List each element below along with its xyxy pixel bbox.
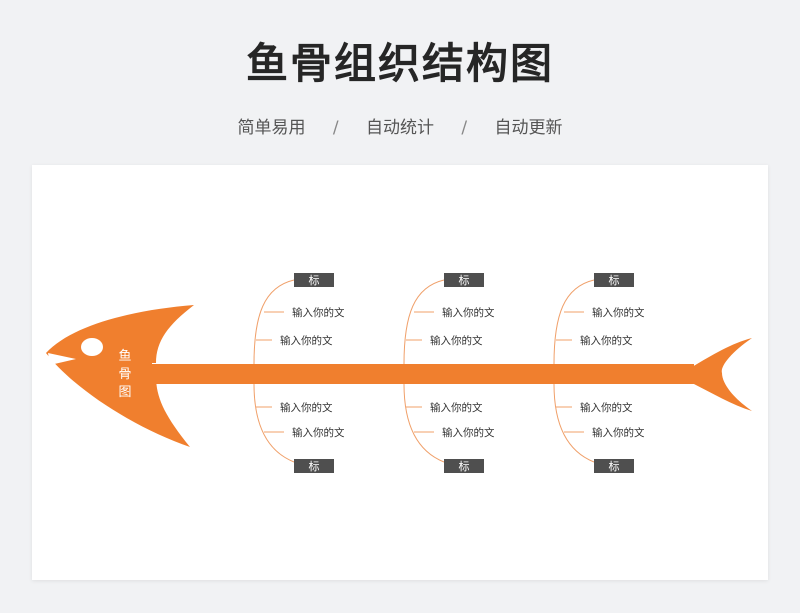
branch-tag-bottom-text: 标 [309,459,320,473]
page-subtitle: 简单易用 / 自动统计 / 自动更新 [0,113,800,138]
branch-tag-bottom [594,459,634,473]
branch-item: 输入你的文 [592,306,645,319]
branch-tag-top [594,273,634,287]
branch-item: 输入你的文 [442,306,495,319]
branch-tag-top-text: 标 [309,273,320,287]
head-label-char: 骨 [118,367,131,382]
branch-tag-bottom [444,459,484,473]
branch-top-arc [553,279,595,365]
branch-top-arc [253,279,295,365]
branch-tag-top-text: 标 [459,273,470,287]
page-title: 鱼骨组织结构图 [245,39,554,88]
fish-head [46,305,194,447]
subtitle-item-2: 自动统计 [366,118,434,138]
branch-item: 输入你的文 [280,401,333,414]
subtitle-item-3: 自动更新 [494,118,563,138]
branch-item: 输入你的文 [292,426,345,439]
branch-bottom-arc [553,383,595,463]
branch-item: 输入你的文 [580,401,633,414]
head-label-char: 鱼 [118,348,131,364]
diagram-card: 鱼骨图标标输入你的文输入你的文输入你的文输入你的文标标输入你的文输入你的文输入你… [32,165,768,580]
fish-spine [142,364,694,384]
subtitle-separator: / [461,118,468,138]
fish-mouth [48,353,76,365]
branch-bottom-arc [403,383,445,463]
branch-item: 输入你的文 [280,334,333,347]
branch-tag-top-text: 标 [609,273,620,287]
branch-item: 输入你的文 [430,401,483,414]
head-label-char: 图 [118,385,131,400]
subtitle-item-1: 简单易用 [237,118,306,138]
branch-top-arc [403,279,445,365]
branch-item: 输入你的文 [292,306,345,319]
branch-item: 输入你的文 [430,334,483,347]
branch-item: 输入你的文 [580,334,633,347]
branch-tag-bottom [294,459,334,473]
branch-tag-top [444,273,484,287]
fishbone-diagram: 鱼骨图标标输入你的文输入你的文输入你的文输入你的文标标输入你的文输入你的文输入你… [46,273,752,473]
branch-tag-bottom-text: 标 [609,459,620,473]
fish-tail [692,338,752,411]
branch-bottom-arc [253,383,295,463]
branch-item: 输入你的文 [442,426,495,439]
branch-tag-top [294,273,334,287]
fish-eye [81,338,103,356]
branch-item: 输入你的文 [592,426,645,439]
subtitle-separator: / [332,118,339,138]
branch-tag-bottom-text: 标 [459,459,470,473]
